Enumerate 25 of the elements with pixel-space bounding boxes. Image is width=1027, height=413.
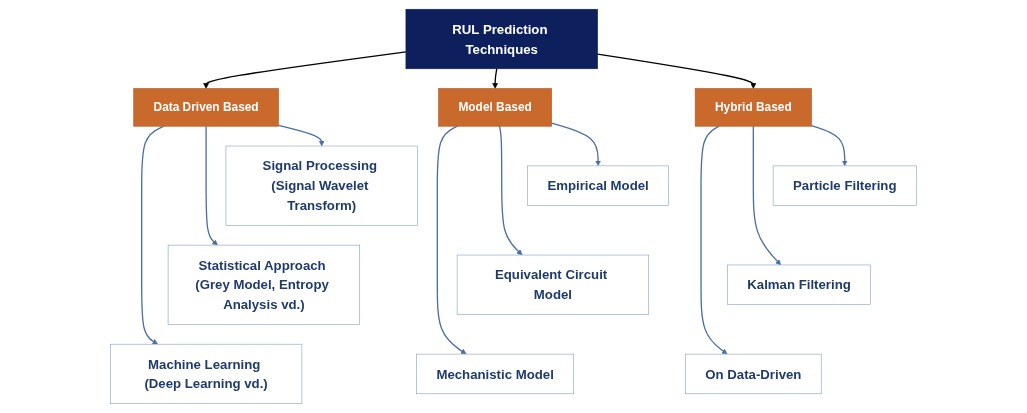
node-box: Particle Filtering bbox=[773, 165, 917, 206]
arrow bbox=[498, 125, 523, 256]
node-box: Data Driven Based bbox=[133, 88, 279, 127]
arrow bbox=[752, 125, 782, 266]
arrow bbox=[203, 51, 407, 89]
node-box: Equivalent Circuit Model bbox=[457, 254, 650, 315]
node-box: Kalman Filtering bbox=[727, 264, 872, 305]
node-box: Statistical Approach (Grey Model, Entropy Analysis vd.) bbox=[167, 244, 361, 325]
arrow bbox=[811, 125, 848, 167]
arrow bbox=[700, 125, 728, 355]
arrow bbox=[597, 53, 757, 89]
node-box: Empirical Model bbox=[527, 165, 670, 206]
node-box: On Data-Driven bbox=[685, 353, 822, 395]
arrow bbox=[551, 122, 602, 167]
arrow bbox=[277, 124, 325, 147]
arrow bbox=[205, 125, 219, 246]
arrow bbox=[492, 68, 499, 89]
node-box: RUL Prediction Techniques bbox=[405, 8, 599, 70]
node-box: Mechanistic Model bbox=[416, 353, 575, 395]
node-box: Hybrid Based bbox=[695, 88, 812, 127]
node-box: Signal Processing (Signal Wavelet Transform) bbox=[225, 145, 418, 226]
node-box: Model Based bbox=[438, 88, 553, 127]
node-box: Machine Learning (Deep Learning vd.) bbox=[110, 343, 303, 405]
arrow bbox=[141, 125, 165, 345]
arrow bbox=[436, 125, 467, 355]
